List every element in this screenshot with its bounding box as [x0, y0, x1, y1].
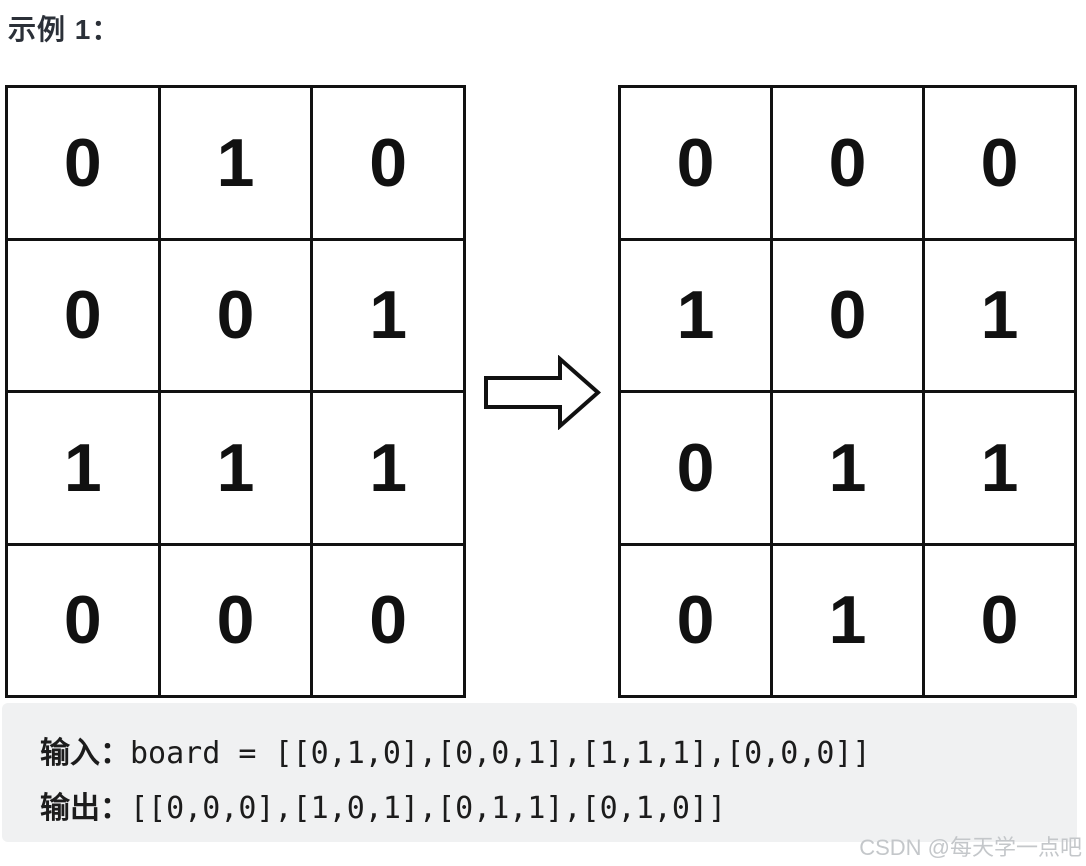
grid-cell: 0 [621, 393, 770, 543]
grid-cell: 0 [925, 545, 1074, 695]
grid-cell: 1 [925, 393, 1074, 543]
grid-cell: 0 [621, 545, 770, 695]
grid-cell: 1 [773, 393, 922, 543]
io-code-block: 输入：board = [[0,1,0],[0,0,1],[1,1,1],[0,0… [2, 703, 1077, 842]
grid-cell: 1 [160, 88, 311, 238]
grid-cell: 0 [925, 88, 1074, 238]
grid-cell: 0 [160, 240, 311, 390]
example-title: 示例 1： [8, 14, 121, 45]
input-label: 输入： [40, 736, 130, 771]
grid-cell: 0 [8, 545, 158, 695]
output-line: 输出：[[0,0,0],[1,0,1],[0,1,1],[0,1,0]] [40, 781, 1057, 836]
output-code: [[0,0,0],[1,0,1],[0,1,1],[0,1,0]] [130, 791, 727, 826]
grid-cell: 0 [8, 240, 158, 390]
grid-cell: 1 [160, 393, 311, 543]
grid-cell: 0 [773, 88, 922, 238]
grid-cell: 1 [773, 545, 922, 695]
grid-cell: 0 [313, 545, 463, 695]
output-label: 输出： [40, 791, 130, 826]
grid-cell: 0 [313, 88, 463, 238]
grid-cell: 1 [621, 240, 770, 390]
right-arrow-icon [484, 355, 602, 430]
grid-cell: 0 [621, 88, 770, 238]
grid-cell: 0 [160, 545, 311, 695]
input-line: 输入：board = [[0,1,0],[0,0,1],[1,1,1],[0,0… [40, 726, 1057, 781]
grid-cell: 1 [8, 393, 158, 543]
csdn-watermark: CSDN @每天学一点吧 [859, 835, 1082, 860]
input-code: board = [[0,1,0],[0,0,1],[1,1,1],[0,0,0]… [130, 736, 871, 771]
grid-cell: 0 [8, 88, 158, 238]
grid-cell: 1 [313, 393, 463, 543]
grid-cell: 1 [313, 240, 463, 390]
grid-cell: 0 [773, 240, 922, 390]
grid-cell: 1 [925, 240, 1074, 390]
